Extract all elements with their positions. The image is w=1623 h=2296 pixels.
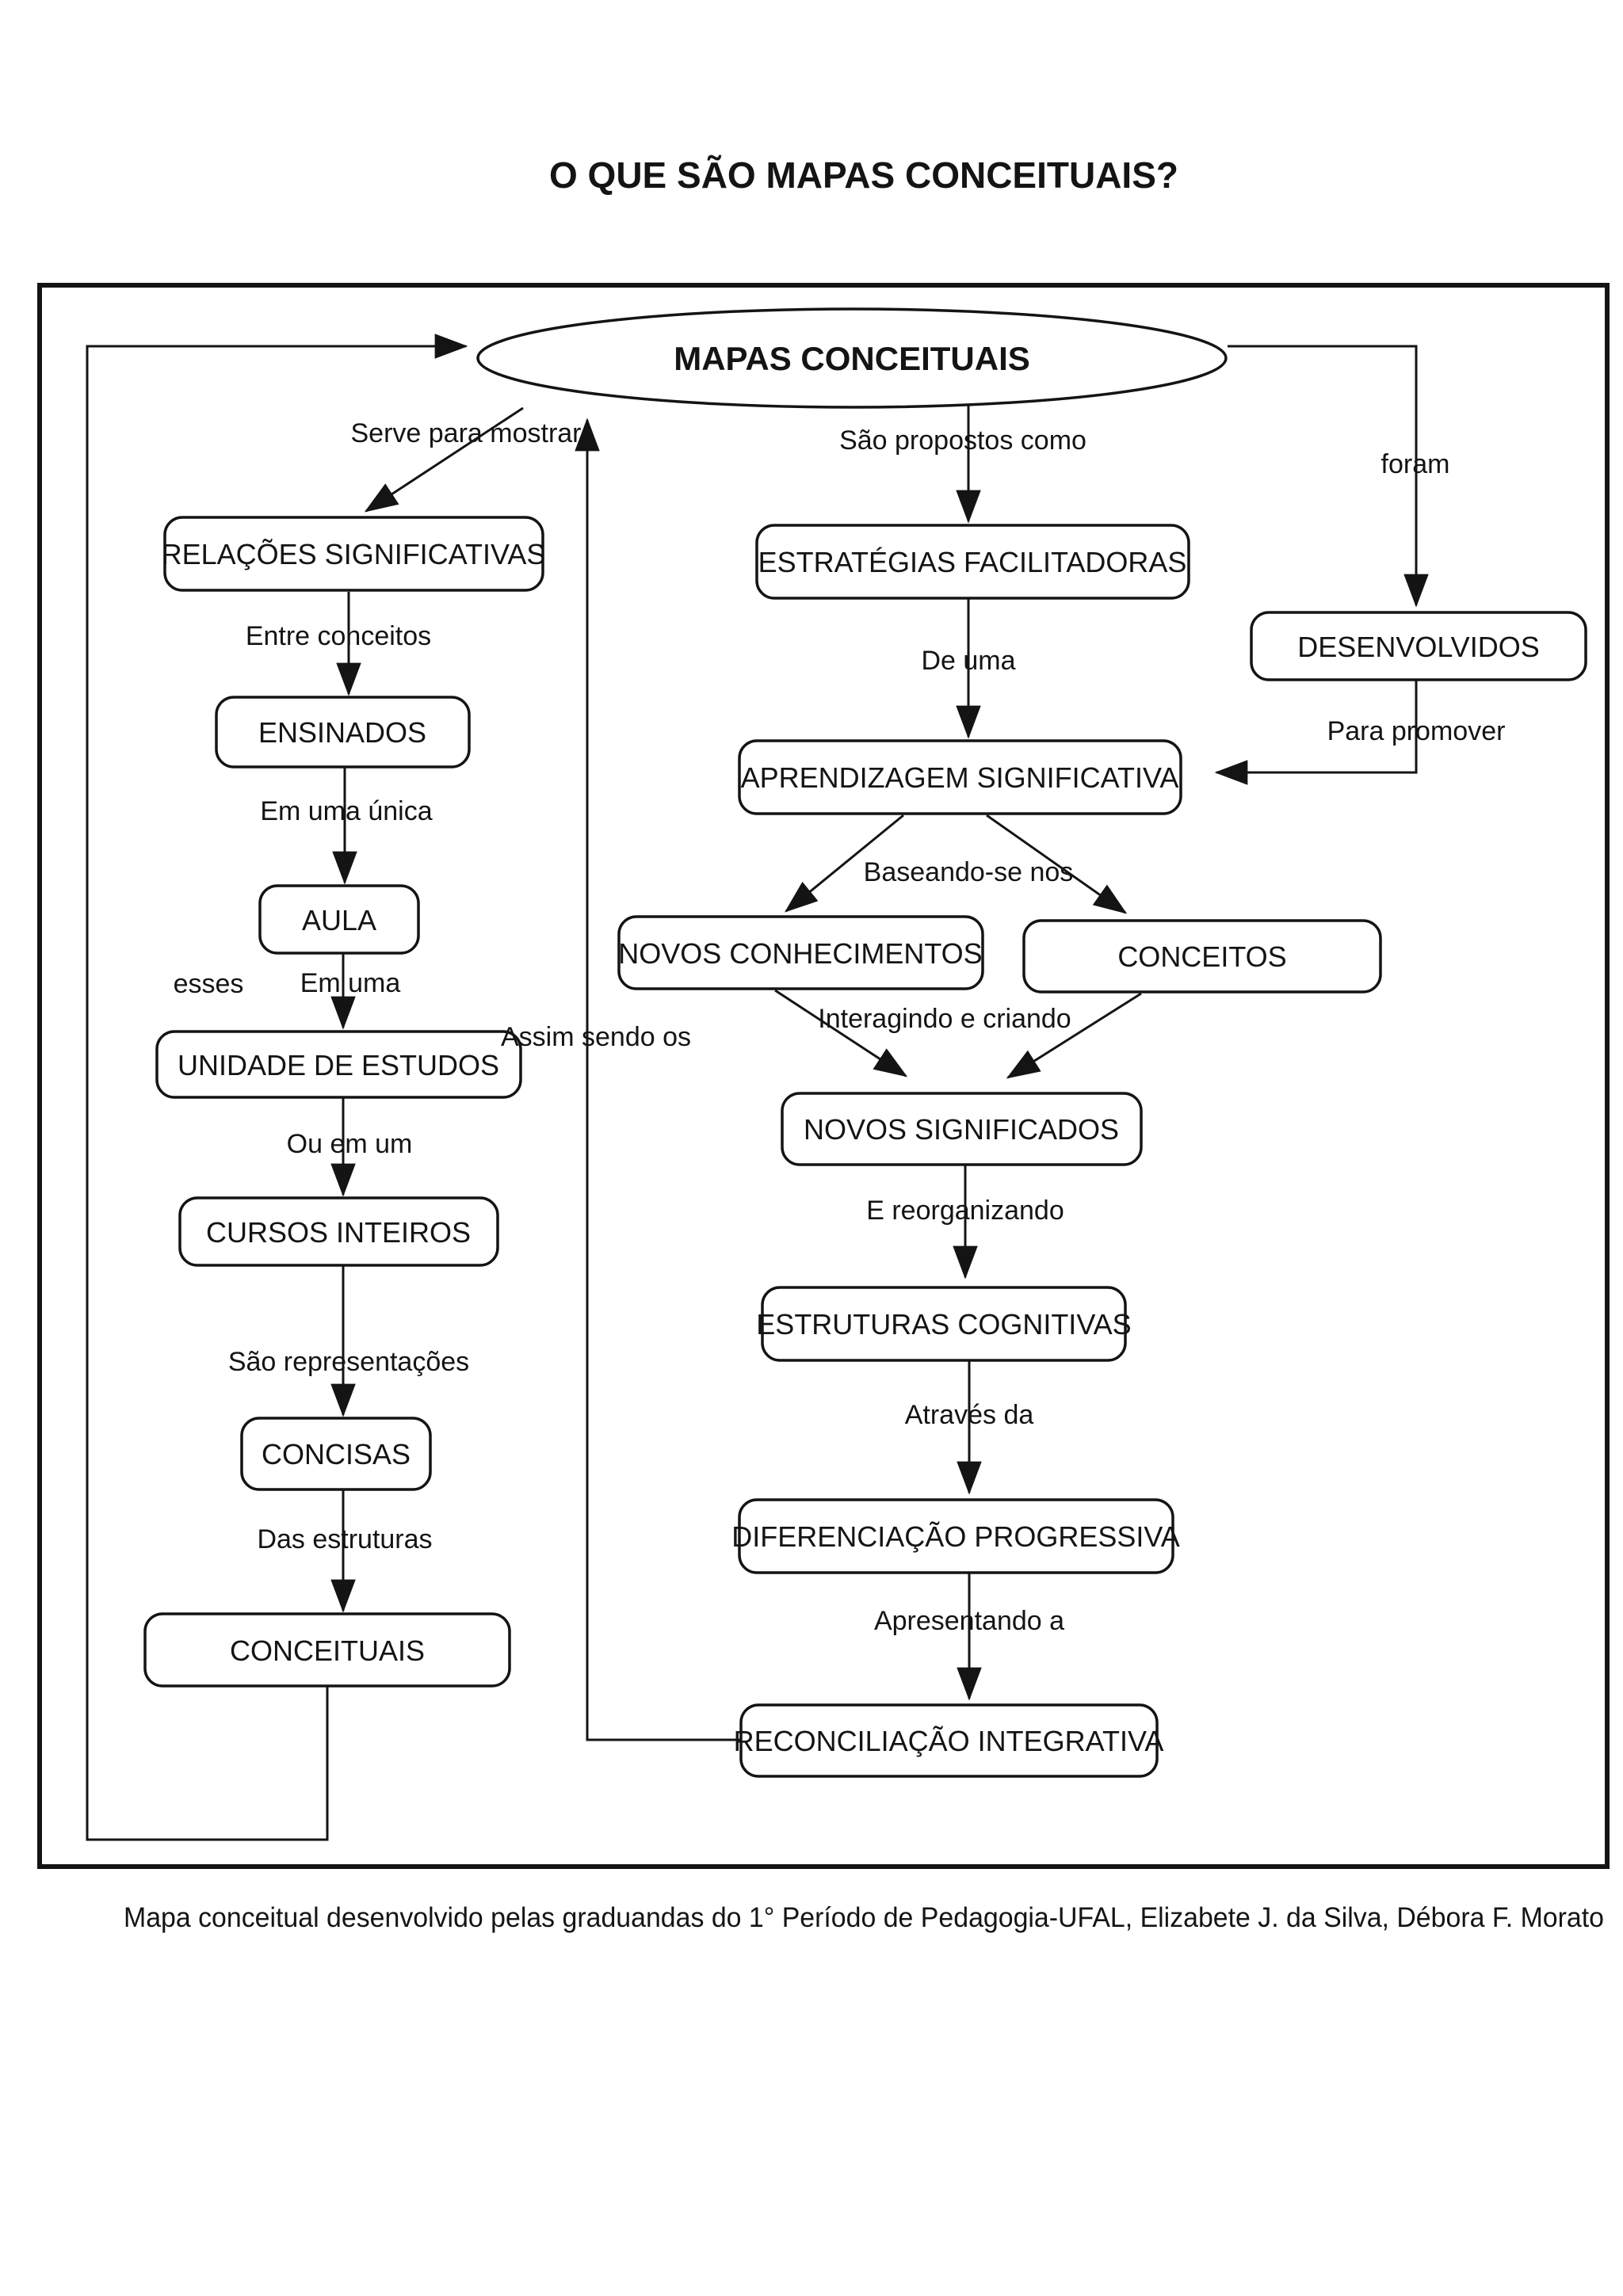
edge-conceitos-to-novos-significados [1006, 992, 1142, 1079]
root-node-ellipse [476, 307, 1228, 409]
node-estruturas-label: ESTRUTURAS COGNITIVAS [756, 1308, 1131, 1341]
edge-label-promover: Para promover [1327, 716, 1506, 746]
diagram-frame [37, 283, 1610, 1869]
node-novos-conhecimentos [617, 915, 984, 990]
node-conceitos-label: CONCEITOS [1117, 940, 1286, 973]
node-cursos-label: CURSOS INTEIROS [206, 1216, 471, 1249]
edge-label-entre: Entre conceitos [246, 621, 431, 651]
node-reconciliacao-label: RECONCILIAÇÃO INTEGRATIVA [734, 1725, 1164, 1757]
edge-label-serve: Serve para mostrar [351, 418, 582, 448]
edge-reconciliacao-to-root [575, 418, 741, 1741]
node-ensinados-label: ENSINADOS [258, 716, 426, 749]
caption: Mapa conceitual desenvolvido pelas gradu… [124, 1902, 1604, 1933]
node-estrategias-label: ESTRATÉGIAS FACILITADORAS [758, 546, 1187, 578]
node-desenvolvidos [1250, 611, 1587, 681]
node-aula-label: AULA [302, 904, 376, 936]
edge-label-das-estruturas: Das estruturas [257, 1524, 432, 1554]
page-title: O QUE SÃO MAPAS CONCEITUAIS? [549, 154, 1178, 196]
edge-label-interagindo: Interagindo e criando [818, 1004, 1071, 1034]
edge-root-to-desenvolvidos [1228, 345, 1429, 608]
node-aprendizagem [738, 739, 1182, 815]
node-diferenciacao-label: DIFERENCIAÇÃO PROGRESSIVA [731, 1520, 1179, 1553]
node-diferenciacao [738, 1498, 1174, 1574]
node-desenvolvidos-label: DESENVOLVIDOS [1297, 631, 1539, 663]
node-aprendizagem-label: APRENDIZAGEM SIGNIFICATIVA [741, 761, 1179, 794]
edges [86, 334, 1429, 1841]
edge-label-assim: Assim sendo os [501, 1022, 691, 1052]
node-estruturas [761, 1286, 1127, 1362]
node-novos-conhecimentos-label: NOVOS CONHECIMENTOS [618, 937, 982, 970]
edge-labels: Serve para mostrar São propostos como fo… [174, 418, 1506, 1636]
node-conceituais [143, 1612, 511, 1688]
node-concisas-label: CONCISAS [262, 1438, 411, 1470]
edge-label-em-uma: Em uma [300, 968, 401, 998]
edge-label-apresentando: Apresentando a [874, 1606, 1064, 1636]
node-relacoes-label: RELAÇÕES SIGNIFICATIVAS [162, 538, 546, 570]
edge-novos-conhecimentos-to-novos-significados [774, 989, 908, 1077]
node-ensinados [215, 696, 471, 769]
node-novos-significados [781, 1092, 1143, 1166]
edge-label-unica: Em uma única [260, 796, 432, 826]
node-relacoes [163, 516, 544, 592]
edge-label-reorganizando: E reorganizando [866, 1196, 1064, 1226]
node-unidade [155, 1030, 522, 1099]
edge-label-representacoes: São representações [228, 1347, 469, 1377]
concept-nodes: RELAÇÕES SIGNIFICATIVAS ENSINADOS AULA U… [143, 516, 1587, 1778]
edge-loop-conceituais-to-root [86, 334, 468, 1841]
edge-label-ou-em-um: Ou em um [287, 1129, 413, 1159]
edge-desenvolvidos-to-aprendizagem [1214, 680, 1418, 785]
node-estrategias [755, 524, 1190, 600]
root-node-label: MAPAS CONCEITUAIS [674, 340, 1030, 377]
edge-aprendizagem-to-conceitos [986, 814, 1128, 914]
edge-aprendizagem-to-novos-conhecimentos [784, 814, 904, 913]
node-conceitos [1022, 919, 1382, 994]
edge-label-baseando: Baseando-se nos [864, 857, 1074, 887]
edge-root-to-relacoes [364, 406, 524, 513]
node-cursos [178, 1196, 499, 1267]
node-reconciliacao [739, 1703, 1159, 1778]
edge-label-propostos: São propostos como [839, 425, 1086, 456]
node-unidade-label: UNIDADE DE ESTUDOS [178, 1049, 499, 1081]
node-novos-significados-label: NOVOS SIGNIFICADOS [804, 1113, 1119, 1146]
edge-label-foram: foram [1381, 449, 1450, 479]
node-aula [258, 884, 420, 955]
node-concisas [240, 1417, 432, 1491]
edge-label-esses: esses [174, 969, 244, 999]
edge-label-atraves: Através da [905, 1400, 1034, 1430]
node-conceituais-label: CONCEITUAIS [230, 1634, 425, 1667]
edge-label-de-uma: De uma [921, 646, 1015, 676]
